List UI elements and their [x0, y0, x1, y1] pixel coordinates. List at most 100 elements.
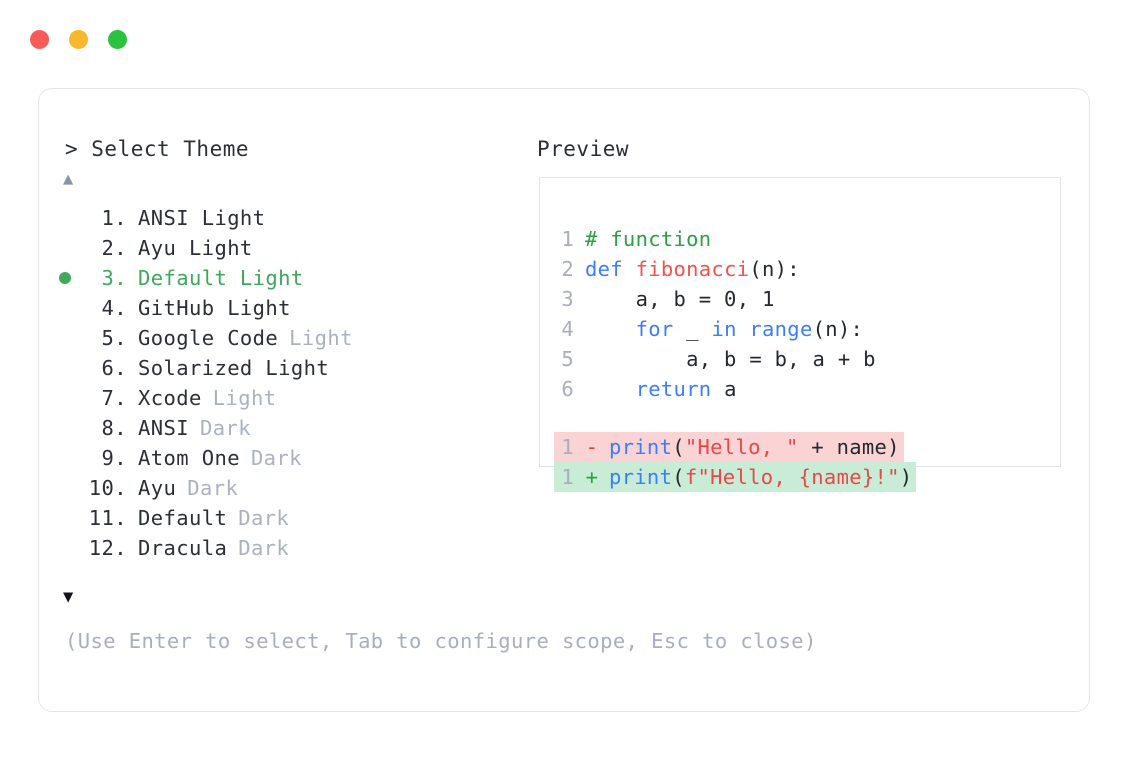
theme-item-number: 10. [88, 476, 127, 500]
code-line: 2 def fibonacci(n): [554, 254, 1054, 284]
theme-list-item[interactable]: 1. ANSI Light [39, 203, 519, 233]
prompt-header: > Select Theme [65, 137, 250, 161]
theme-item-name: GitHub Light [138, 296, 291, 320]
scroll-up-icon[interactable]: ▲ [63, 169, 74, 189]
code-token [585, 317, 636, 341]
code-token: return [635, 377, 712, 401]
theme-item-number: 4. [101, 296, 127, 320]
theme-item-name: Ayu Light [138, 236, 253, 260]
diff-plus-icon: + [585, 465, 599, 489]
theme-item-name: Default Light [138, 266, 304, 290]
diff-minus-icon: - [585, 435, 599, 459]
theme-item-variant-tag: Dark [238, 536, 290, 560]
line-number: 5 [561, 347, 574, 371]
line-number: 6 [561, 377, 574, 401]
diff-line-number: 1 [561, 435, 574, 459]
theme-item-name: ANSI Light [138, 206, 266, 230]
code-token: (n): [749, 257, 800, 281]
line-number: 1 [561, 227, 574, 251]
diff-row: 1-print("Hello, " + name) [554, 432, 1054, 462]
line-number: 3 [561, 287, 574, 311]
code-token: (n): [812, 317, 864, 341]
code-token: a [711, 377, 737, 401]
code-line-text: for _ in range(n): [585, 317, 863, 341]
code-token: + name) [798, 435, 900, 459]
code-token: fibonacci [635, 257, 750, 281]
close-dot[interactable] [30, 30, 49, 49]
code-token: a, b = b, a + b [585, 347, 876, 371]
theme-item-number: 8. [101, 416, 127, 440]
maximize-dot[interactable] [108, 30, 127, 49]
selection-bullet-slot [39, 272, 81, 284]
code-token: "Hello, " [684, 435, 799, 459]
code-line: 6 return a [554, 374, 1054, 404]
theme-list-item[interactable]: 3. Default Light [39, 263, 519, 293]
theme-item-number: 9. [101, 446, 127, 470]
code-line: 4 for _ in range(n): [554, 314, 1054, 344]
diff-added-line: 1 + print(f"Hello, {name}!") [554, 462, 917, 492]
code-token [585, 377, 636, 401]
theme-item-number: 1. [101, 206, 127, 230]
theme-list-item[interactable]: 6.Solarized Light [39, 353, 519, 383]
code-line: 3 a, b = 0, 1 [554, 284, 1054, 314]
theme-list-item[interactable]: 10. Ayu Dark [39, 473, 519, 503]
code-token: in range [711, 317, 813, 341]
theme-item-number: 5. [101, 326, 127, 350]
window-controls [30, 30, 127, 49]
code-token: f"Hello, {name}!" [684, 465, 900, 489]
keyboard-hint: (Use Enter to select, Tab to configure s… [65, 629, 817, 653]
theme-list-item[interactable]: 7. Xcode Light [39, 383, 519, 413]
theme-item-number: 12. [88, 536, 127, 560]
theme-item-number: 2. [101, 236, 127, 260]
theme-item-variant-tag: Dark [250, 446, 302, 470]
theme-item-variant-tag: Dark [238, 506, 290, 530]
code-token: def [585, 257, 636, 281]
code-token: _ [673, 317, 712, 341]
code-token: print [609, 435, 673, 459]
theme-selector-card: > Select Theme Preview ▲ 1. ANSI Light 2. A… [38, 88, 1090, 712]
theme-item-number: 7. [101, 386, 127, 410]
theme-list-item[interactable]: 12. Dracula Dark [39, 533, 519, 563]
theme-item-name: Atom One [138, 446, 240, 470]
diff-line-text: print(f"Hello, {name}!") [609, 465, 912, 489]
code-token: for [635, 317, 674, 341]
theme-item-name: Solarized Light [138, 356, 330, 380]
code-token: print [609, 465, 673, 489]
code-line-text: a, b = 0, 1 [585, 287, 775, 311]
theme-item-name: Google Code [138, 326, 279, 350]
theme-item-number: 11. [88, 506, 127, 530]
diff-removed-line: 1-print("Hello, " + name) [554, 432, 904, 462]
theme-list-item[interactable]: 2. Ayu Light [39, 233, 519, 263]
code-token: ( [672, 435, 685, 459]
line-number: 4 [561, 317, 574, 341]
code-token: # function [585, 227, 712, 251]
theme-list-item[interactable]: 9. Atom One Dark [39, 443, 519, 473]
code-token: ) [899, 465, 913, 489]
theme-list-item[interactable]: 4. GitHub Light [39, 293, 519, 323]
theme-item-number: 3. [101, 266, 127, 290]
code-line: 1 # function [554, 224, 1054, 254]
diff-line-number: 1 [561, 465, 574, 489]
code-line-text: return a [585, 377, 737, 401]
line-number: 2 [561, 257, 574, 281]
scroll-down-icon[interactable]: ▼ [63, 587, 74, 607]
diff-line-text: print("Hello, " + name) [609, 435, 900, 459]
diff-row: 1 + print(f"Hello, {name}!") [554, 462, 1054, 492]
theme-list-item[interactable]: 11. Default Dark [39, 503, 519, 533]
theme-item-name: Default [138, 506, 228, 530]
code-token: a, b = 0, 1 [585, 287, 775, 311]
theme-item-name: Dracula [138, 536, 228, 560]
theme-item-variant-tag: Light [212, 386, 277, 410]
theme-item-name: Ayu [138, 476, 177, 500]
preview-header: Preview [537, 137, 630, 161]
theme-item-variant-tag: Dark [187, 476, 239, 500]
theme-list[interactable]: 1. ANSI Light 2. Ayu Light 3. Default Light 4.… [39, 203, 519, 563]
theme-item-name: Xcode [138, 386, 202, 410]
theme-item-name: ANSI [138, 416, 189, 440]
minimize-dot[interactable] [69, 30, 88, 49]
code-line: 5 a, b = b, a + b [554, 344, 1054, 374]
